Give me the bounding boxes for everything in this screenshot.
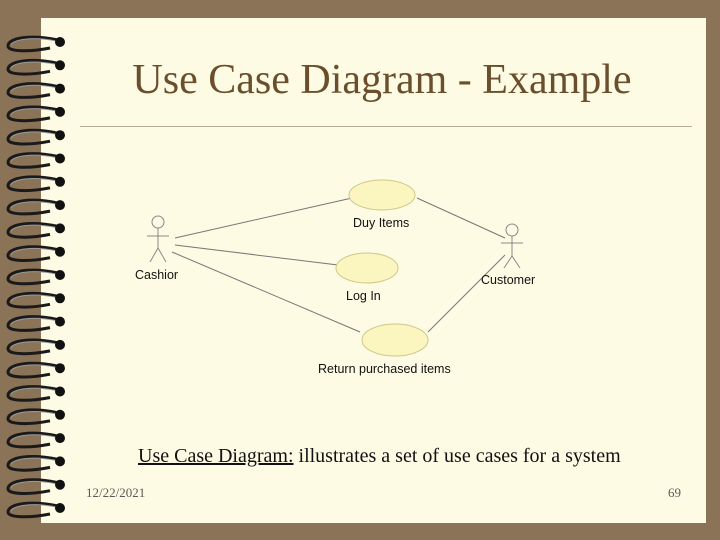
binding-ring-highlight	[10, 61, 57, 69]
binding-ring	[6, 501, 59, 519]
binding-hole	[55, 246, 65, 257]
use-case-label-buy-items: Duy Items	[353, 216, 410, 230]
binding-ring-highlight	[10, 178, 57, 186]
actor-label-cashier: Cashior	[135, 268, 179, 282]
binding-hole	[55, 339, 65, 350]
binding-ring	[6, 175, 59, 193]
binding-hole	[55, 223, 65, 234]
binding-hole	[55, 176, 65, 187]
binding-hole	[55, 106, 65, 117]
binding-ring	[6, 35, 59, 53]
binding-ring-highlight	[10, 364, 57, 372]
binding-ring-highlight	[10, 154, 57, 162]
association-cashier-login	[174, 244, 339, 266]
binding-ring-highlight	[10, 341, 57, 349]
association-customer-buy	[416, 197, 506, 239]
binding-hole	[55, 363, 65, 374]
binding-ring	[6, 268, 59, 286]
use-case-buy-items	[348, 179, 416, 211]
binding-ring-highlight	[10, 480, 57, 488]
binding-ring	[6, 338, 59, 356]
binding-ring	[6, 291, 59, 309]
binding-hole	[55, 409, 65, 420]
slide-caption: Use Case Diagram: illustrates a set of u…	[138, 442, 678, 470]
binding-ring	[6, 105, 59, 123]
binding-ring-highlight	[10, 224, 57, 232]
binding-hole	[55, 130, 65, 141]
binding-ring-highlight	[10, 504, 57, 512]
binding-ring-highlight	[10, 247, 57, 255]
binding-ring	[6, 315, 59, 332]
binding-hole	[55, 37, 65, 47]
association-customer-return	[427, 254, 506, 333]
caption-term: Use Case Diagram:	[138, 445, 294, 467]
binding-hole	[55, 503, 65, 513]
binding-ring	[6, 128, 59, 146]
title-divider	[80, 126, 692, 127]
binding-ring-highlight	[10, 84, 57, 92]
slide-title: Use Case Diagram - Example	[132, 57, 632, 103]
binding-hole	[55, 479, 65, 490]
use-case-log-in	[335, 252, 399, 284]
binding-hole	[55, 316, 65, 327]
binding-ring	[6, 198, 59, 216]
binding-hole	[55, 456, 65, 467]
binding-ring	[6, 431, 59, 449]
binding-hole	[55, 386, 65, 397]
binding-ring	[6, 361, 59, 379]
binding-ring-highlight	[10, 108, 57, 116]
binding-hole	[55, 270, 65, 280]
cashier-actor-icon	[147, 215, 169, 263]
binding-ring	[6, 82, 59, 99]
binding-ring-highlight	[10, 434, 57, 442]
binding-ring	[6, 408, 59, 426]
binding-ring	[6, 385, 59, 402]
binding-ring-highlight	[10, 271, 57, 279]
actor-label-customer: Customer	[481, 273, 536, 287]
binding-ring-highlight	[10, 387, 57, 395]
binding-ring-highlight	[10, 317, 57, 325]
binding-ring-highlight	[10, 201, 57, 209]
binding-ring-highlight	[10, 38, 57, 46]
caption-text: illustrates a set of use cases for a sys…	[293, 445, 621, 467]
slide-date: 12/22/2021	[86, 485, 146, 500]
association-cashier-buy	[174, 197, 353, 239]
binding-hole	[55, 433, 65, 444]
binding-ring	[6, 58, 59, 76]
use-case-return-items	[361, 323, 429, 357]
binding-ring	[6, 222, 59, 239]
spiral-binding	[6, 35, 65, 519]
binding-ring	[6, 152, 59, 169]
binding-hole	[55, 293, 65, 304]
binding-hole	[55, 153, 65, 164]
binding-ring-highlight	[10, 294, 57, 302]
use-case-label-log-in: Log In	[346, 289, 381, 303]
binding-ring-highlight	[10, 411, 57, 419]
use-case-diagram	[147, 179, 523, 357]
binding-ring	[6, 455, 59, 472]
association-cashier-return	[171, 251, 361, 333]
binding-ring-highlight	[10, 131, 57, 139]
binding-hole	[55, 83, 65, 94]
use-case-label-return-items: Return purchased items	[318, 362, 451, 376]
binding-ring	[6, 245, 59, 262]
binding-hole	[55, 60, 65, 71]
binding-hole	[55, 200, 65, 211]
page-number: 69	[668, 485, 681, 500]
binding-ring-highlight	[10, 457, 57, 465]
customer-actor-icon	[501, 223, 523, 269]
binding-ring	[6, 478, 59, 495]
